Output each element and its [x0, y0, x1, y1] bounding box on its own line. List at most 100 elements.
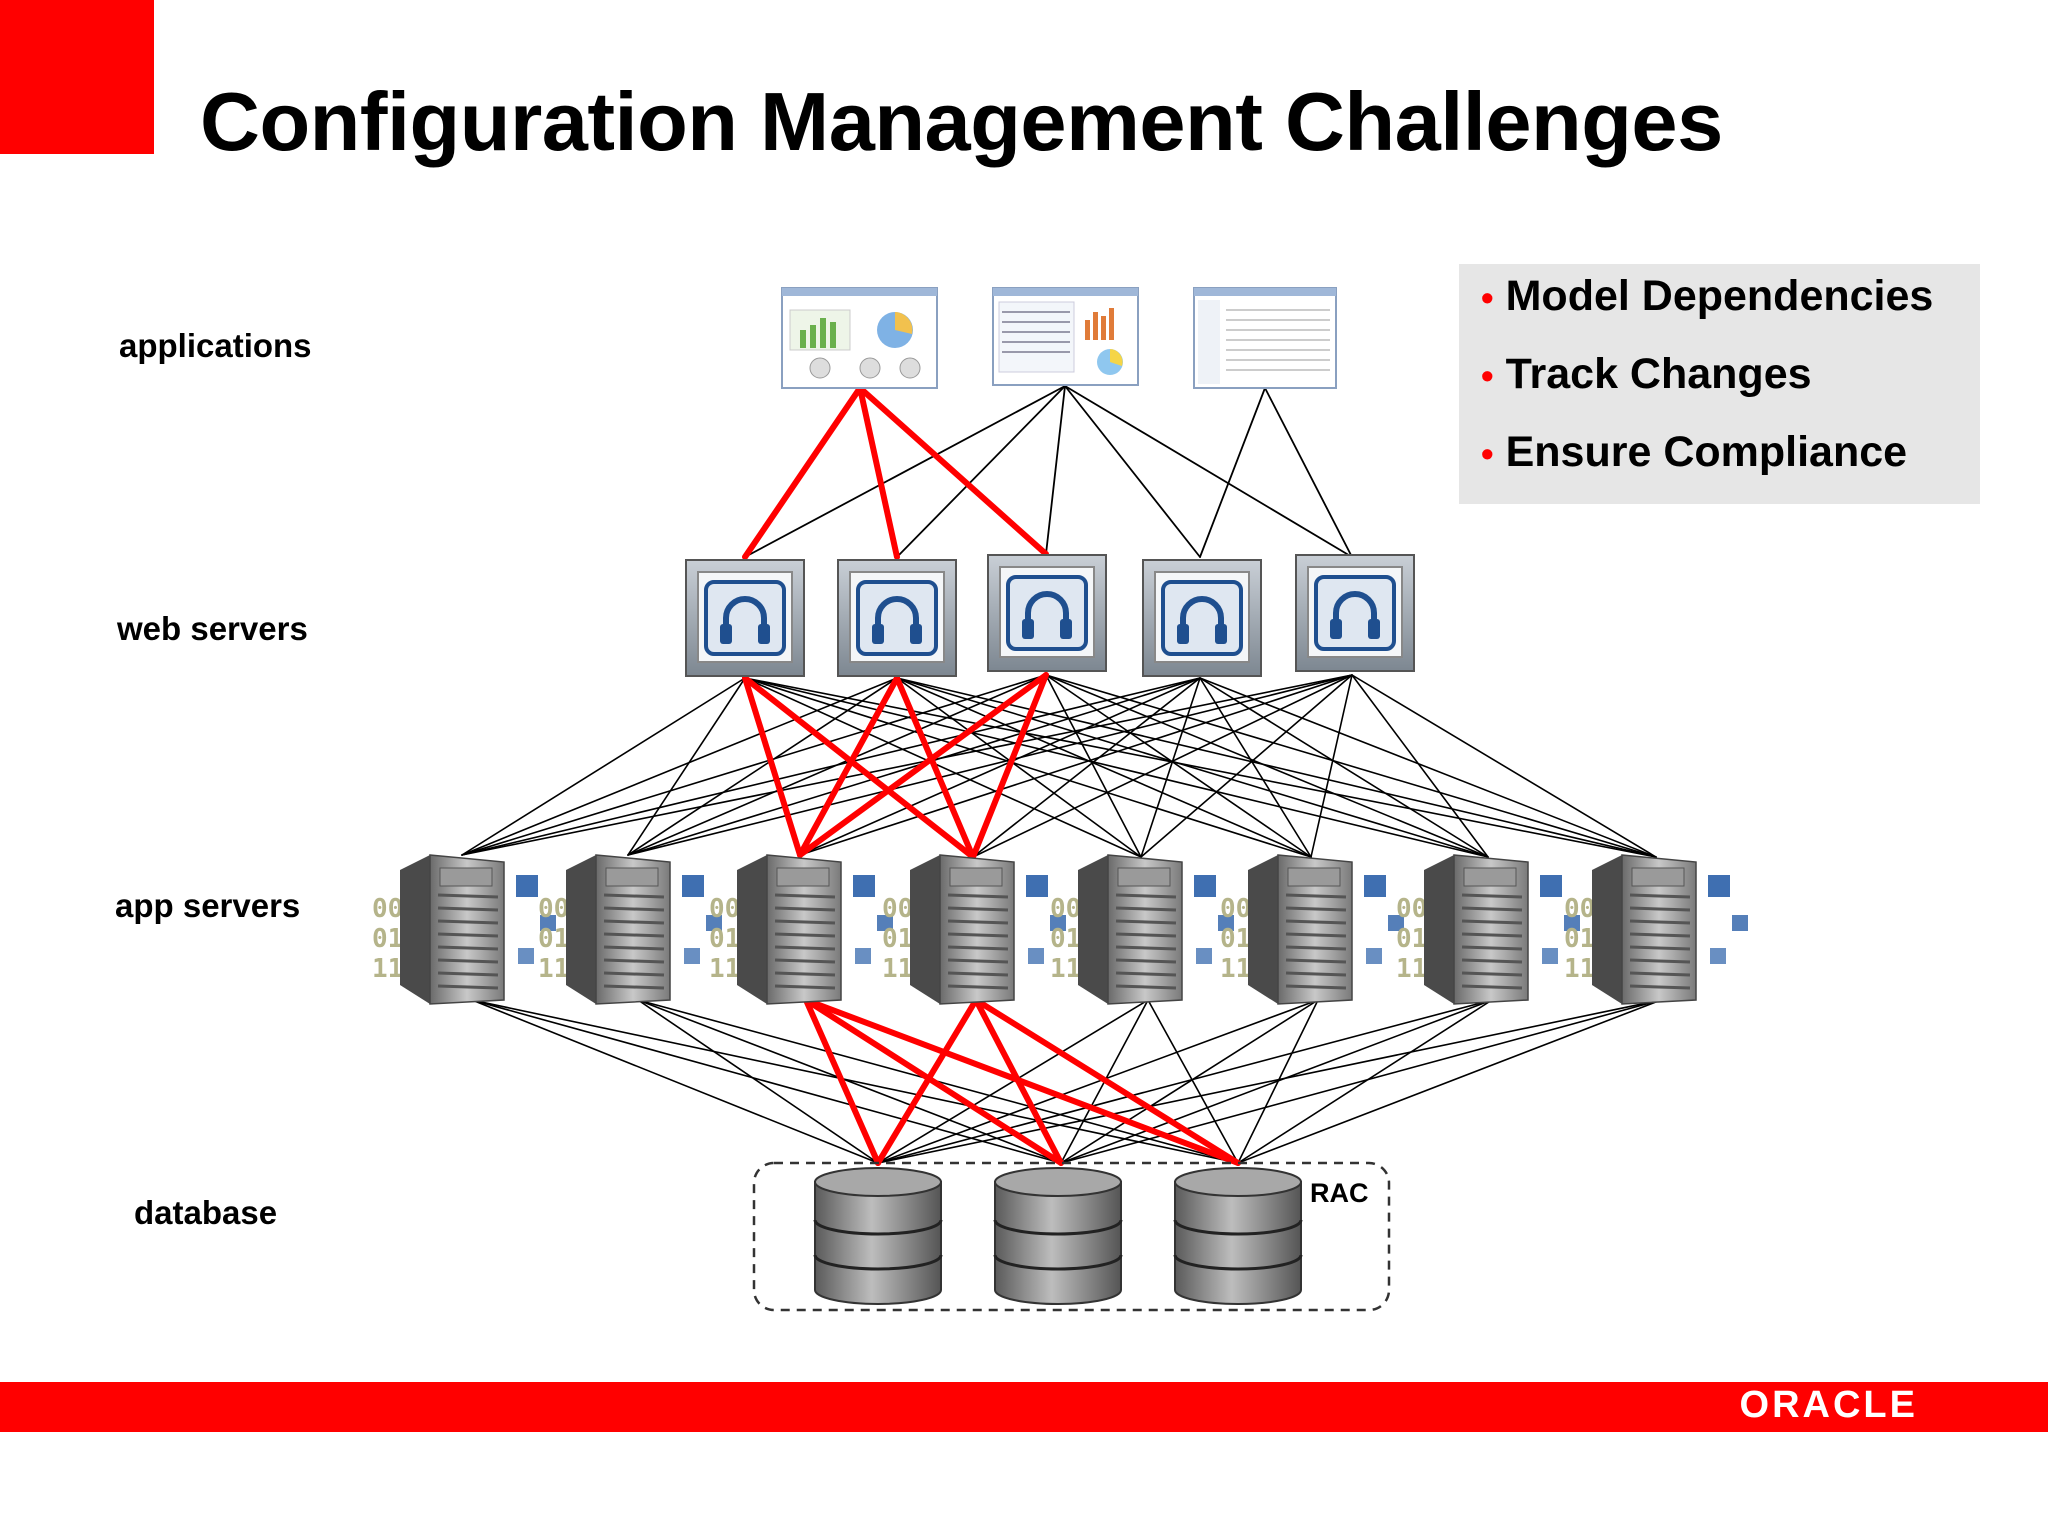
connection-line	[744, 677, 1489, 858]
connection-line	[973, 997, 1064, 1166]
connection-line	[875, 997, 979, 1166]
connection-line	[857, 385, 1049, 557]
connection-line	[1351, 674, 1657, 858]
connection-line	[972, 677, 1201, 858]
connection-line	[627, 677, 898, 856]
app-server-icon: 001001011101	[372, 854, 556, 1005]
connection-line	[896, 677, 1657, 858]
cube-icon	[1218, 915, 1234, 931]
connection-line	[877, 999, 1319, 1164]
connection-line	[461, 677, 746, 856]
cube-icon	[1196, 948, 1212, 964]
web-server-icon	[837, 559, 957, 677]
connection-line	[896, 677, 1489, 858]
database-icon	[1173, 1167, 1303, 1305]
connection-line	[1060, 999, 1319, 1164]
connection-line	[461, 677, 898, 856]
corner-accent-block	[0, 0, 154, 154]
tier-label-app-servers: app servers	[115, 887, 301, 924]
connection-line	[744, 677, 1142, 858]
architecture-diagram: 0010010111010010010111010010010111010010…	[372, 287, 1748, 1312]
connection-line	[744, 677, 1657, 858]
app-server-icon: 001001011101	[1220, 854, 1404, 1005]
connection-line	[1060, 999, 1662, 1164]
connection-line	[799, 674, 1353, 856]
app-server-icon: 001001011101	[1564, 854, 1748, 1005]
connection-line	[1045, 385, 1066, 555]
connection-line	[1045, 674, 1657, 858]
connection-line	[1147, 999, 1239, 1164]
connection-line	[1351, 674, 1489, 858]
application-window	[781, 287, 938, 389]
cube-icon	[1366, 948, 1382, 964]
connection-line	[1199, 677, 1657, 858]
connection-line	[471, 999, 1062, 1164]
connection-line	[461, 674, 1047, 856]
cube-icon	[1564, 915, 1580, 931]
bullet-item: •Ensure Compliance	[1481, 428, 1908, 476]
challenges-list: •Model Dependencies •Track Changes •Ensu…	[1459, 264, 1980, 504]
connection-line	[742, 385, 863, 560]
cube-icon	[682, 875, 704, 897]
connection-line	[877, 999, 1493, 1164]
connection-line	[1310, 674, 1353, 858]
connection-line	[471, 999, 1239, 1164]
web-server-icon	[1142, 559, 1262, 677]
cube-icon	[1708, 875, 1730, 897]
connection-line	[471, 999, 879, 1164]
connection-line	[803, 997, 881, 1166]
tier-label-web-servers: web servers	[117, 610, 308, 647]
web-server-icon	[685, 559, 805, 677]
page-title: Configuration Management Challenges	[200, 75, 1723, 168]
connection-line	[1045, 674, 1312, 858]
application-window	[1193, 287, 1337, 389]
connection-line	[1199, 677, 1312, 858]
cube-icon	[1028, 948, 1044, 964]
connection-line	[461, 677, 1201, 856]
connection-line	[742, 675, 803, 858]
cube-icon	[877, 915, 893, 931]
connection-line	[797, 675, 900, 858]
oracle-logo: ORACLE	[1739, 1384, 1918, 1426]
cube-icon	[855, 948, 871, 964]
bullet-item: •Track Changes	[1481, 350, 1812, 398]
app-server-icon: 001001011101	[1050, 854, 1234, 1005]
connection-line	[1264, 387, 1353, 558]
bullet-dot-icon: •	[1481, 433, 1494, 474]
cube-icon	[1542, 948, 1558, 964]
connection-line	[896, 677, 1312, 858]
rac-label: RAC	[1310, 1178, 1369, 1208]
cube-icon	[706, 915, 722, 931]
connection-line	[972, 674, 1353, 858]
connection-line	[803, 997, 1241, 1166]
database-icon	[993, 1167, 1123, 1305]
cube-icon	[1364, 875, 1386, 897]
connection-line	[877, 999, 1149, 1164]
database-icon	[813, 1167, 943, 1305]
tier-label-applications: applications	[119, 327, 312, 364]
application-window	[992, 287, 1139, 386]
cube-icon	[540, 915, 556, 931]
cube-icon	[684, 948, 700, 964]
connection-line	[461, 674, 1353, 856]
cube-icon	[516, 875, 538, 897]
rac-cluster-boundary	[752, 1161, 1391, 1312]
bullet-dot-icon: •	[1481, 355, 1494, 396]
app-server-icon: 001001011101	[882, 854, 1066, 1005]
app-server-icon: 001001011101	[709, 854, 893, 1005]
cube-icon	[1388, 915, 1404, 931]
cube-icon	[1540, 875, 1562, 897]
bullet-dot-icon: •	[1481, 277, 1494, 318]
connection-line	[1045, 674, 1489, 858]
web-server-icon	[1295, 554, 1415, 672]
connection-line	[627, 677, 1201, 856]
connection-lines	[461, 385, 1662, 1164]
connection-line	[973, 997, 1241, 1166]
connection-line	[744, 385, 1066, 558]
connection-line	[894, 675, 976, 860]
connection-line	[1060, 999, 1493, 1164]
connection-line	[742, 675, 976, 860]
connection-line	[637, 999, 1062, 1164]
connection-line	[896, 385, 1066, 558]
connection-line	[744, 677, 1312, 858]
